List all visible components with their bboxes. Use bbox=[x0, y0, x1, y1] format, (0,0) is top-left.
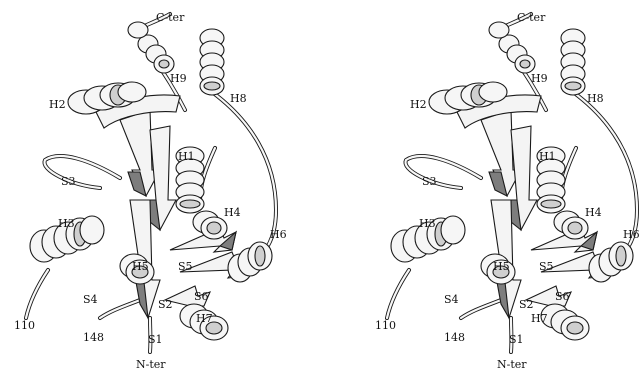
n-ter-label: N-ter bbox=[497, 358, 527, 371]
n-ter-label: N-ter bbox=[136, 358, 166, 371]
c-ter-label: C-ter bbox=[156, 11, 185, 24]
h6-label: H6 bbox=[270, 228, 287, 241]
s6-label: S6 bbox=[194, 290, 209, 303]
left-stereo-view: C-ter H9 H8 H2 H1 S3 H4 H3 H6 S5 H5 S4 S… bbox=[14, 11, 287, 371]
s1-label: S1 bbox=[509, 333, 524, 346]
s5-label: S5 bbox=[178, 260, 193, 273]
s4-label: S4 bbox=[444, 293, 459, 306]
h1-label: H1 bbox=[178, 150, 195, 163]
s6-label: S6 bbox=[555, 290, 570, 303]
s3-label: S3 bbox=[422, 175, 437, 188]
residue-110-label: 110 bbox=[375, 319, 396, 332]
h3-label: H3 bbox=[58, 217, 75, 230]
h7-label: H7 bbox=[531, 312, 548, 325]
h2-label: H2 bbox=[49, 98, 66, 111]
residue-148-label: 148 bbox=[83, 331, 104, 344]
h1-label: H1 bbox=[539, 150, 556, 163]
c-ter-label: C-ter bbox=[517, 11, 546, 24]
h8-label: H8 bbox=[587, 92, 604, 105]
residue-110-label: 110 bbox=[14, 319, 35, 332]
residue-148-label: 148 bbox=[444, 331, 465, 344]
s2-label: S2 bbox=[519, 298, 534, 311]
h7-label: H7 bbox=[196, 312, 213, 325]
h3-label: H3 bbox=[419, 217, 436, 230]
h6-label: H6 bbox=[623, 228, 640, 241]
h5-label: H5 bbox=[132, 260, 149, 273]
h4-label: H4 bbox=[224, 206, 241, 219]
s3-label: S3 bbox=[61, 175, 76, 188]
s4-label: S4 bbox=[83, 293, 98, 306]
h4-label: H4 bbox=[585, 206, 602, 219]
h9-label: H9 bbox=[170, 72, 187, 85]
right-stereo-view: C-ter H9 H8 H2 H1 S3 H4 H3 H6 S5 H5 S4 S… bbox=[375, 11, 640, 371]
s5-label: S5 bbox=[539, 260, 554, 273]
h8-label: H8 bbox=[230, 92, 247, 105]
s1-label: S1 bbox=[148, 333, 163, 346]
h5-label: H5 bbox=[493, 260, 510, 273]
s2-label: S2 bbox=[158, 298, 173, 311]
h2-label: H2 bbox=[410, 98, 427, 111]
h9-label: H9 bbox=[531, 72, 548, 85]
